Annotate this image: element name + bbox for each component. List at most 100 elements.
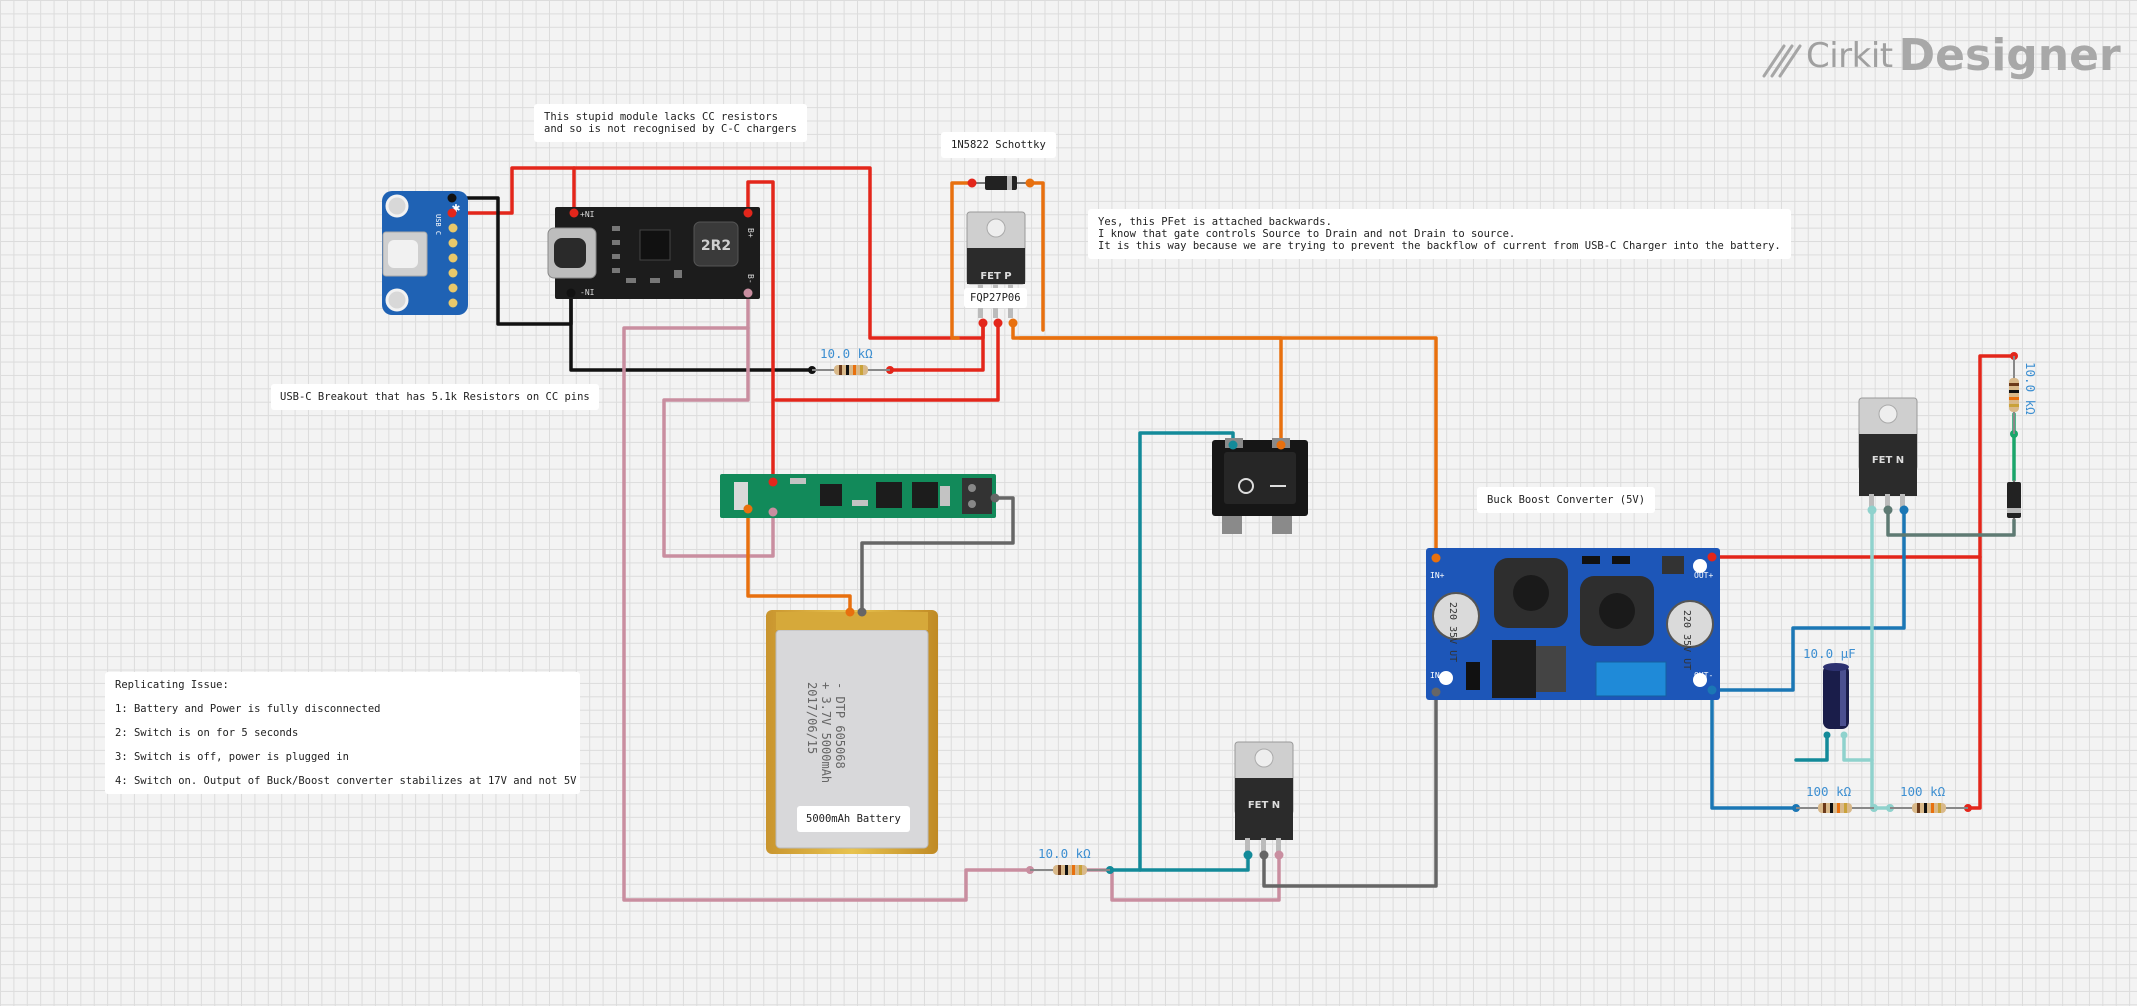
nfet-2[interactable]: FET N [1858, 397, 1918, 515]
mount-hole-icon [385, 194, 409, 218]
brand-name-left: Cirkit [1806, 35, 1893, 76]
rocker-switch[interactable] [1212, 438, 1308, 534]
pin-b-pos[interactable] [743, 208, 753, 218]
diode-2[interactable] [2007, 480, 2021, 520]
cirkit-logo-icon [1762, 44, 1802, 78]
charger-module[interactable]: 2R2 +NI -NI B+ B- [547, 207, 760, 299]
bms-pin-bplus[interactable] [768, 477, 778, 487]
resistor-r5[interactable] [1890, 803, 1968, 813]
potentiometer [1595, 661, 1667, 697]
wire-orange-switch[interactable] [1018, 336, 1283, 447]
pin-label-in-pos: +NI [580, 210, 595, 219]
r2-value: 10.0 kΩ [2023, 362, 2038, 415]
pin-vbus[interactable] [447, 208, 457, 218]
brand-name-right: Designer [1898, 30, 2121, 81]
pfet-fqp27p06[interactable]: FET P [966, 211, 1026, 328]
bms-pin-pminus[interactable] [990, 493, 1000, 503]
c1-value: 10.0 µF [1803, 646, 1856, 661]
note-schottky[interactable]: 1N5822 Schottky [941, 132, 1056, 158]
wire-lightteal-cap[interactable] [1842, 733, 1874, 762]
buck-boost-converter[interactable]: 220 35V UT 220 35V UT IN+ IN- OUT+ OUT- [1426, 548, 1720, 700]
wire-pink-bminus-loop[interactable] [662, 291, 775, 558]
nfet1-body-label: FET N [1248, 800, 1280, 811]
buck-pin-label-in-pos: IN+ [1430, 571, 1445, 580]
usb-side-label: USB C [434, 214, 442, 235]
brand-logo: Cirkit Designer [1760, 30, 2121, 81]
pin-label-in-neg: -NI [580, 288, 595, 297]
wires [450, 166, 2016, 902]
wire-blue-buck-outneg[interactable] [1710, 508, 1906, 692]
wire-teal-cap[interactable] [1794, 733, 1829, 762]
capacitor-icon [1432, 592, 1480, 640]
junctions [808, 352, 2018, 874]
nfet2-body-label: FET N [1872, 455, 1904, 466]
note-battery[interactable]: 5000mAh Battery [797, 806, 910, 832]
pin-b-neg[interactable] [743, 288, 753, 298]
switch-off-icon [1238, 478, 1254, 494]
buck-cap-text-right: 220 35V UT [1681, 610, 1692, 670]
bms-pin-batt[interactable] [743, 504, 753, 514]
note-cc-module[interactable]: This stupid module lacks CC resistors an… [534, 104, 807, 142]
resistor-r2[interactable] [2009, 356, 2019, 434]
wire-lightteal-nfet2[interactable] [1870, 508, 1892, 810]
usb-c-breakout[interactable]: ✱ USB C [382, 191, 468, 315]
breakout-pins [448, 223, 458, 308]
schottky-diode[interactable] [967, 176, 1035, 190]
buck-pin-label-out-neg: OUT- [1694, 671, 1713, 680]
wire-red-out-r5[interactable] [1966, 555, 1982, 810]
buck-cap-text-left: 220 35V UT [1447, 602, 1458, 662]
battery-print: - DTP 605068+ 3.7V 5000mAh2017/06/15 [805, 682, 847, 783]
resistor-r3[interactable] [1030, 865, 1110, 875]
capacitor-10uf[interactable] [1823, 663, 1849, 739]
wire-teal-switch-nfet[interactable] [1138, 431, 1250, 872]
value-labels: 10.0 kΩ 10.0 kΩ 100 kΩ 100 kΩ 10.0 µF 10… [820, 346, 2038, 861]
wire-red-buck-out[interactable] [1710, 354, 2016, 559]
r5-value: 100 kΩ [1900, 784, 1946, 799]
wire-pink-bminus-nfet[interactable] [622, 326, 1032, 902]
wire-red-usb-to-charger[interactable] [450, 166, 576, 215]
r1-value: 10.0 kΩ [820, 346, 873, 361]
wire-slate-diode-nfet[interactable] [1886, 508, 2016, 537]
resistor-r4[interactable] [1796, 803, 1874, 813]
wire-red-pfet-drain[interactable] [774, 321, 1000, 402]
r3-value: 10.0 kΩ [1038, 846, 1091, 861]
pfet-body-label: FET P [980, 271, 1011, 282]
wire-orange-schottky-right[interactable] [1028, 181, 1045, 332]
wire-black-gnd-r1[interactable] [569, 291, 814, 372]
pin-in-pos[interactable] [569, 208, 579, 218]
wire-red-bplus-bms[interactable] [746, 180, 775, 484]
wire-orange-battery-bms[interactable] [746, 507, 852, 614]
inductor-label: 2R2 [701, 238, 731, 254]
mount-hole-icon [1693, 673, 1707, 687]
note-replicating-issue[interactable]: Replicating Issue: 1: Battery and Power … [105, 672, 580, 794]
buck-pin-label-out-pos: OUT+ [1694, 571, 1713, 580]
bms-board[interactable] [720, 474, 1000, 518]
wire-orange-schottky[interactable] [950, 181, 974, 340]
regulator-chip [1492, 640, 1536, 698]
note-buck-boost[interactable]: Buck Boost Converter (5V) [1477, 487, 1656, 513]
nfet-1[interactable]: FET N [1234, 741, 1294, 860]
pfet-part-label[interactable]: FQP27P06 [964, 288, 1027, 308]
resistors [812, 356, 2019, 875]
wire-blue-r4[interactable] [1710, 688, 1798, 810]
pin-label-b-pos: B+ [746, 228, 755, 238]
mount-hole-icon [1693, 559, 1707, 573]
mount-hole-icon [385, 288, 409, 312]
note-pfet-backwards[interactable]: Yes, this PFet is attached backwards. I … [1088, 209, 1791, 259]
r4-value: 100 kΩ [1806, 784, 1852, 799]
pin-gnd[interactable] [447, 193, 457, 203]
lipo-battery[interactable]: - DTP 605068+ 3.7V 5000mAh2017/06/15 [766, 607, 938, 855]
inductor-2r2 [693, 221, 739, 267]
wire-gray-battery-bms[interactable] [860, 496, 1015, 614]
wire-red-r1-pfet[interactable] [888, 321, 985, 372]
mount-hole-icon [1439, 671, 1453, 685]
pin-label-b-neg: B- [746, 274, 755, 284]
bms-pin-bminus[interactable] [768, 507, 778, 517]
buck-pin-label-in-neg: IN- [1430, 671, 1444, 680]
wire-gray-nfet-buck[interactable] [1262, 690, 1438, 888]
note-usb-breakout[interactable]: USB-C Breakout that has 5.1k Resistors o… [271, 384, 599, 410]
resistor-r1[interactable] [812, 365, 890, 375]
star-icon: ✱ [452, 200, 461, 216]
pin-in-neg[interactable] [566, 288, 576, 298]
